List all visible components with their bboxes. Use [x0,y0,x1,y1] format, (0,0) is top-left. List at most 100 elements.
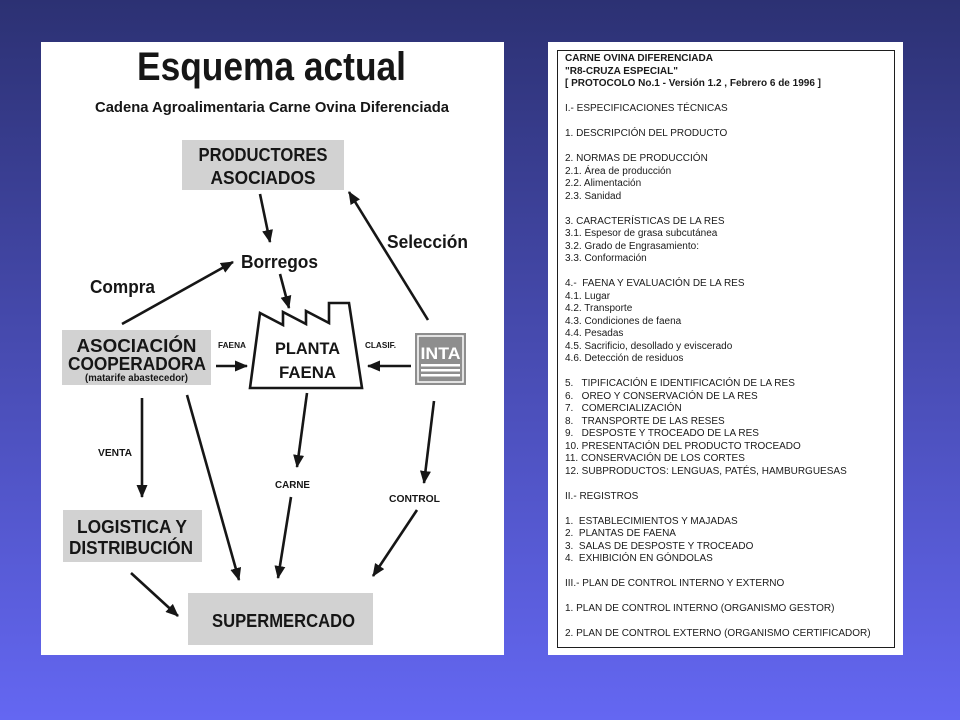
node-asociacion-cooperadora: ASOCIACIÓN COOPERADORA (matarife abastec… [62,330,211,385]
arrow-control-to-supermercado [371,509,419,577]
document-line: 5. TIPIFICACIÓN E IDENTIFICACIÓN DE LA R… [565,378,795,389]
document-line: 3. SALAS DE DESPOSTE Y TROCEADO [565,540,754,552]
inta-logo-stripe [421,374,460,377]
arrow-inta-to-control [419,400,436,484]
node-label-line: ASOCIADOS [211,168,316,188]
document-line: 4. EXHIBICIÓN EN GÓNDOLAS [565,553,713,564]
node-label-line: ASOCIACIÓN [77,335,197,356]
document-line: 1. DESCRIPCIÓN DEL PRODUCTO [565,128,728,139]
node-label-line: DISTRIBUCIÓN [69,537,193,558]
document-section: 5. TIPIFICACIÓN E IDENTIFICACIÓN DE LA R… [565,378,890,478]
document-line: 3.2. Grado de Engrasamiento: [565,240,699,252]
arrow-seleccion [347,191,430,321]
document-section: II.- REGISTROS [565,491,890,504]
document-line: 3.3. Conformación [565,253,647,264]
node-box [182,140,344,190]
inta-logo: INTA [415,333,466,385]
arrow-logistica-to-supermercado [130,572,179,617]
document-line: 2. NORMAS DE PRODUCCIÓN [565,153,708,164]
node-note: (matarife abastecedor) [85,373,188,384]
inta-logo-stripe [421,364,460,367]
node-box [63,510,202,562]
document-line: 2. PLAN DE CONTROL EXTERNO (ORGANISMO CE… [565,628,871,639]
document-line: 2.2. Alimentación [565,178,642,189]
document-line: 9. DESPOSTE Y TROCEADO DE LA RES [565,428,759,439]
document-line: 11. CONSERVACIÓN DE LOS CORTES [565,453,745,464]
edge-label-venta: VENTA [98,448,132,459]
edge-label-clasif: CLASIF. [365,340,396,350]
document-line: 3. CARACTERÍSTICAS DE LA RES [565,215,725,227]
arrow-borregos-to-planta [278,273,292,309]
document-line: 7. COMERCIALIZACIÓN [565,403,682,414]
document-line: [ PROTOCOLO No.1 - Versión 1.2 , Febrero… [565,78,822,89]
document-line: 4.6. Detección de residuos [565,353,684,364]
node-box [188,593,373,645]
document-section: CARNE OVINA DIFERENCIADA"R8-CRUZA ESPECI… [565,53,890,91]
inta-logo-text: INTA [421,344,461,363]
diagram-title: Esquema actual [137,45,406,89]
node-planta-faena: PLANTA FAENA [248,301,364,390]
protocol-document-panel: CARNE OVINA DIFERENCIADA"R8-CRUZA ESPECI… [548,42,903,655]
arrow-productores-to-borregos [258,193,273,243]
document-line: 6. OREO Y CONSERVACIÓN DE LA RES [565,390,758,402]
factory-icon [248,301,364,390]
document-lines: CARNE OVINA DIFERENCIADA"R8-CRUZA ESPECI… [565,53,890,641]
arrow-planta-to-carne [293,392,309,468]
document-line: "R8-CRUZA ESPECIAL" [565,65,679,77]
document-section: I.- ESPECIFICACIONES TÉCNICAS [565,103,890,116]
arrow-asociacion-to-supermercado [185,394,242,581]
document-section: 2. PLAN DE CONTROL EXTERNO (ORGANISMO CE… [565,628,890,641]
edge-label-carne: CARNE [275,480,310,491]
edge-label-control: CONTROL [389,494,440,505]
arrow-compra [121,260,234,326]
supply-chain-diagram: Esquema actual Cadena Agroalimentaria Ca… [62,45,468,645]
document-line: 4.- FAENA Y EVALUACIÓN DE LA RES [565,278,745,289]
node-borregos: Borregos [241,252,318,272]
document-line: 4.3. Condiciones de faena [565,315,682,327]
node-productores-asociados: PRODUCTORES ASOCIADOS [182,140,344,190]
node-label-line: SUPERMERCADO [212,611,355,631]
document-line: I.- ESPECIFICACIONES TÉCNICAS [565,103,728,114]
document-frame: CARNE OVINA DIFERENCIADA"R8-CRUZA ESPECI… [557,50,895,648]
node-box [62,330,211,385]
edge-label-faena: FAENA [218,340,246,350]
document-line: 2.1. Área de producción [565,165,672,177]
node-label-line: FAENA [279,363,336,382]
document-section: 1. DESCRIPCIÓN DEL PRODUCTO [565,128,890,141]
document-line: 4.5. Sacrificio, desollado y eviscerado [565,340,733,352]
inta-logo-frame [417,335,464,383]
document-line: CARNE OVINA DIFERENCIADA [565,53,713,64]
node-logistica-distribucion: LOGISTICA Y DISTRIBUCIÓN [63,510,202,562]
node-label-line: PLANTA [275,339,340,358]
document-line: 3.1. Espesor de grasa subcutánea [565,228,718,239]
document-line: 2. PLANTAS DE FAENA [565,528,676,539]
node-label-line: PRODUCTORES [199,145,328,165]
document-line: 4.1. Lugar [565,290,611,302]
document-line: III.- PLAN DE CONTROL INTERNO Y EXTERNO [565,578,785,589]
document-line: 8. TRANSPORTE DE LAS RESES [565,415,725,427]
document-line: 1. PLAN DE CONTROL INTERNO (ORGANISMO GE… [565,603,835,614]
arrow-carne-to-supermercado [274,496,293,579]
edge-label-compra: Compra [90,277,156,297]
document-line: 4.4. Pesadas [565,328,624,339]
inta-logo-stripe [421,369,460,372]
document-line: 12. SUBPRODUCTOS: LENGUAS, PATÉS, HAMBUR… [565,465,847,477]
document-line: 1. ESTABLECIMIENTOS Y MAJADAS [565,515,738,527]
edge-label-seleccion: Selección [387,232,468,252]
document-line: 4.2. Transporte [565,303,633,314]
node-label-line: LOGISTICA Y [77,517,187,537]
node-label-line: COOPERADORA [68,354,206,374]
node-supermercado: SUPERMERCADO [188,593,373,645]
document-section: III.- PLAN DE CONTROL INTERNO Y EXTERNO [565,578,890,591]
document-section: 1. PLAN DE CONTROL INTERNO (ORGANISMO GE… [565,603,890,616]
diagram-panel: Esquema actual Cadena Agroalimentaria Ca… [41,42,504,655]
document-line: II.- REGISTROS [565,490,639,502]
diagram-subtitle: Cadena Agroalimentaria Carne Ovina Difer… [95,99,450,116]
document-line: 10. PRESENTACIÓN DEL PRODUCTO TROCEADO [565,440,801,452]
document-line: 2.3. Sanidad [565,190,622,202]
